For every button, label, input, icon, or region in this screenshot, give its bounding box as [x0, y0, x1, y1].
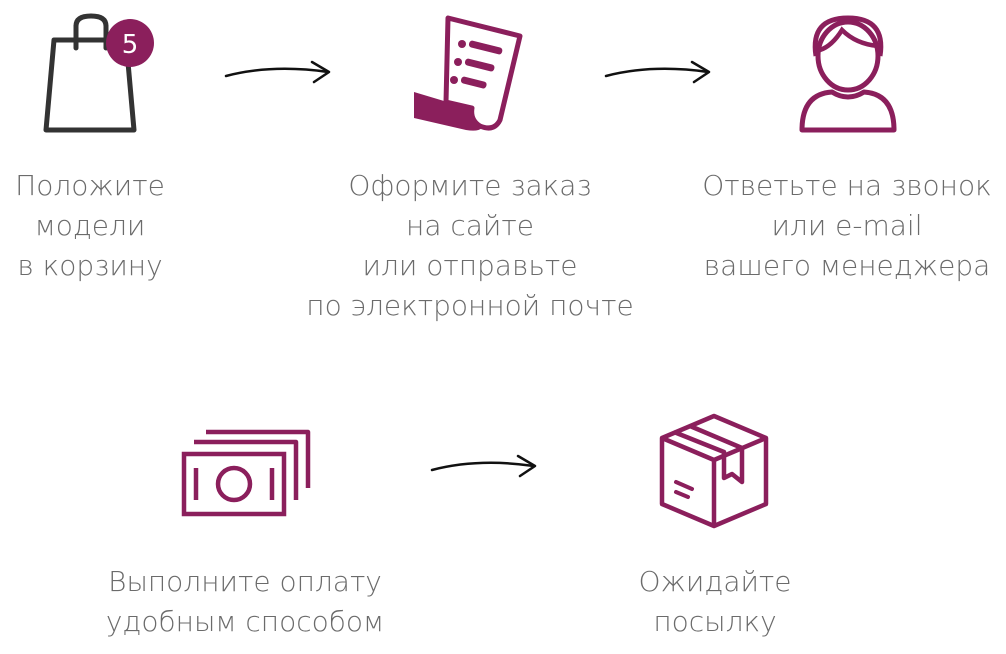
- arrow-right-icon: [602, 58, 714, 88]
- step-3-text: Ответьте на звонок или e-mail вашего мен…: [688, 166, 1006, 286]
- step-3-line-3: вашего менеджера: [703, 249, 991, 282]
- shopping-bag-icon: 5: [40, 12, 162, 138]
- step-2-line-1: Оформите заказ: [348, 169, 592, 202]
- cart-count-badge: 5: [122, 30, 139, 60]
- parcel-box-icon: [658, 412, 770, 530]
- step-2-text: Оформите заказ на сайте или отправьте по…: [290, 166, 650, 326]
- step-3-line-2: или e-mail: [771, 209, 923, 242]
- step-1-line-3: в корзину: [17, 249, 163, 282]
- step-1-text: Положите модели в корзину: [0, 166, 180, 286]
- banknotes-icon: [180, 428, 312, 518]
- step-5-text: Ожидайте посылку: [600, 562, 830, 642]
- step-4-text: Выполните оплату удобным способом: [80, 562, 410, 642]
- step-4-line-2: удобным способом: [105, 605, 385, 638]
- step-2-line-4: по электронной почте: [306, 289, 634, 322]
- step-1-line-2: модели: [34, 209, 146, 242]
- step-1-line-1: Положите: [15, 169, 165, 202]
- arrow-right-icon: [222, 58, 334, 88]
- receipt-icon: [408, 12, 528, 134]
- step-2-line-3: или отправьте: [362, 249, 578, 282]
- step-4-line-1: Выполните оплату: [108, 565, 382, 598]
- arrow-right-icon: [428, 452, 540, 482]
- step-5-line-2: посылку: [653, 605, 777, 638]
- step-5-line-1: Ожидайте: [638, 565, 792, 598]
- step-3-line-1: Ответьте на звонок: [702, 169, 992, 202]
- manager-person-icon: [798, 12, 898, 134]
- step-2-line-2: на сайте: [406, 209, 534, 242]
